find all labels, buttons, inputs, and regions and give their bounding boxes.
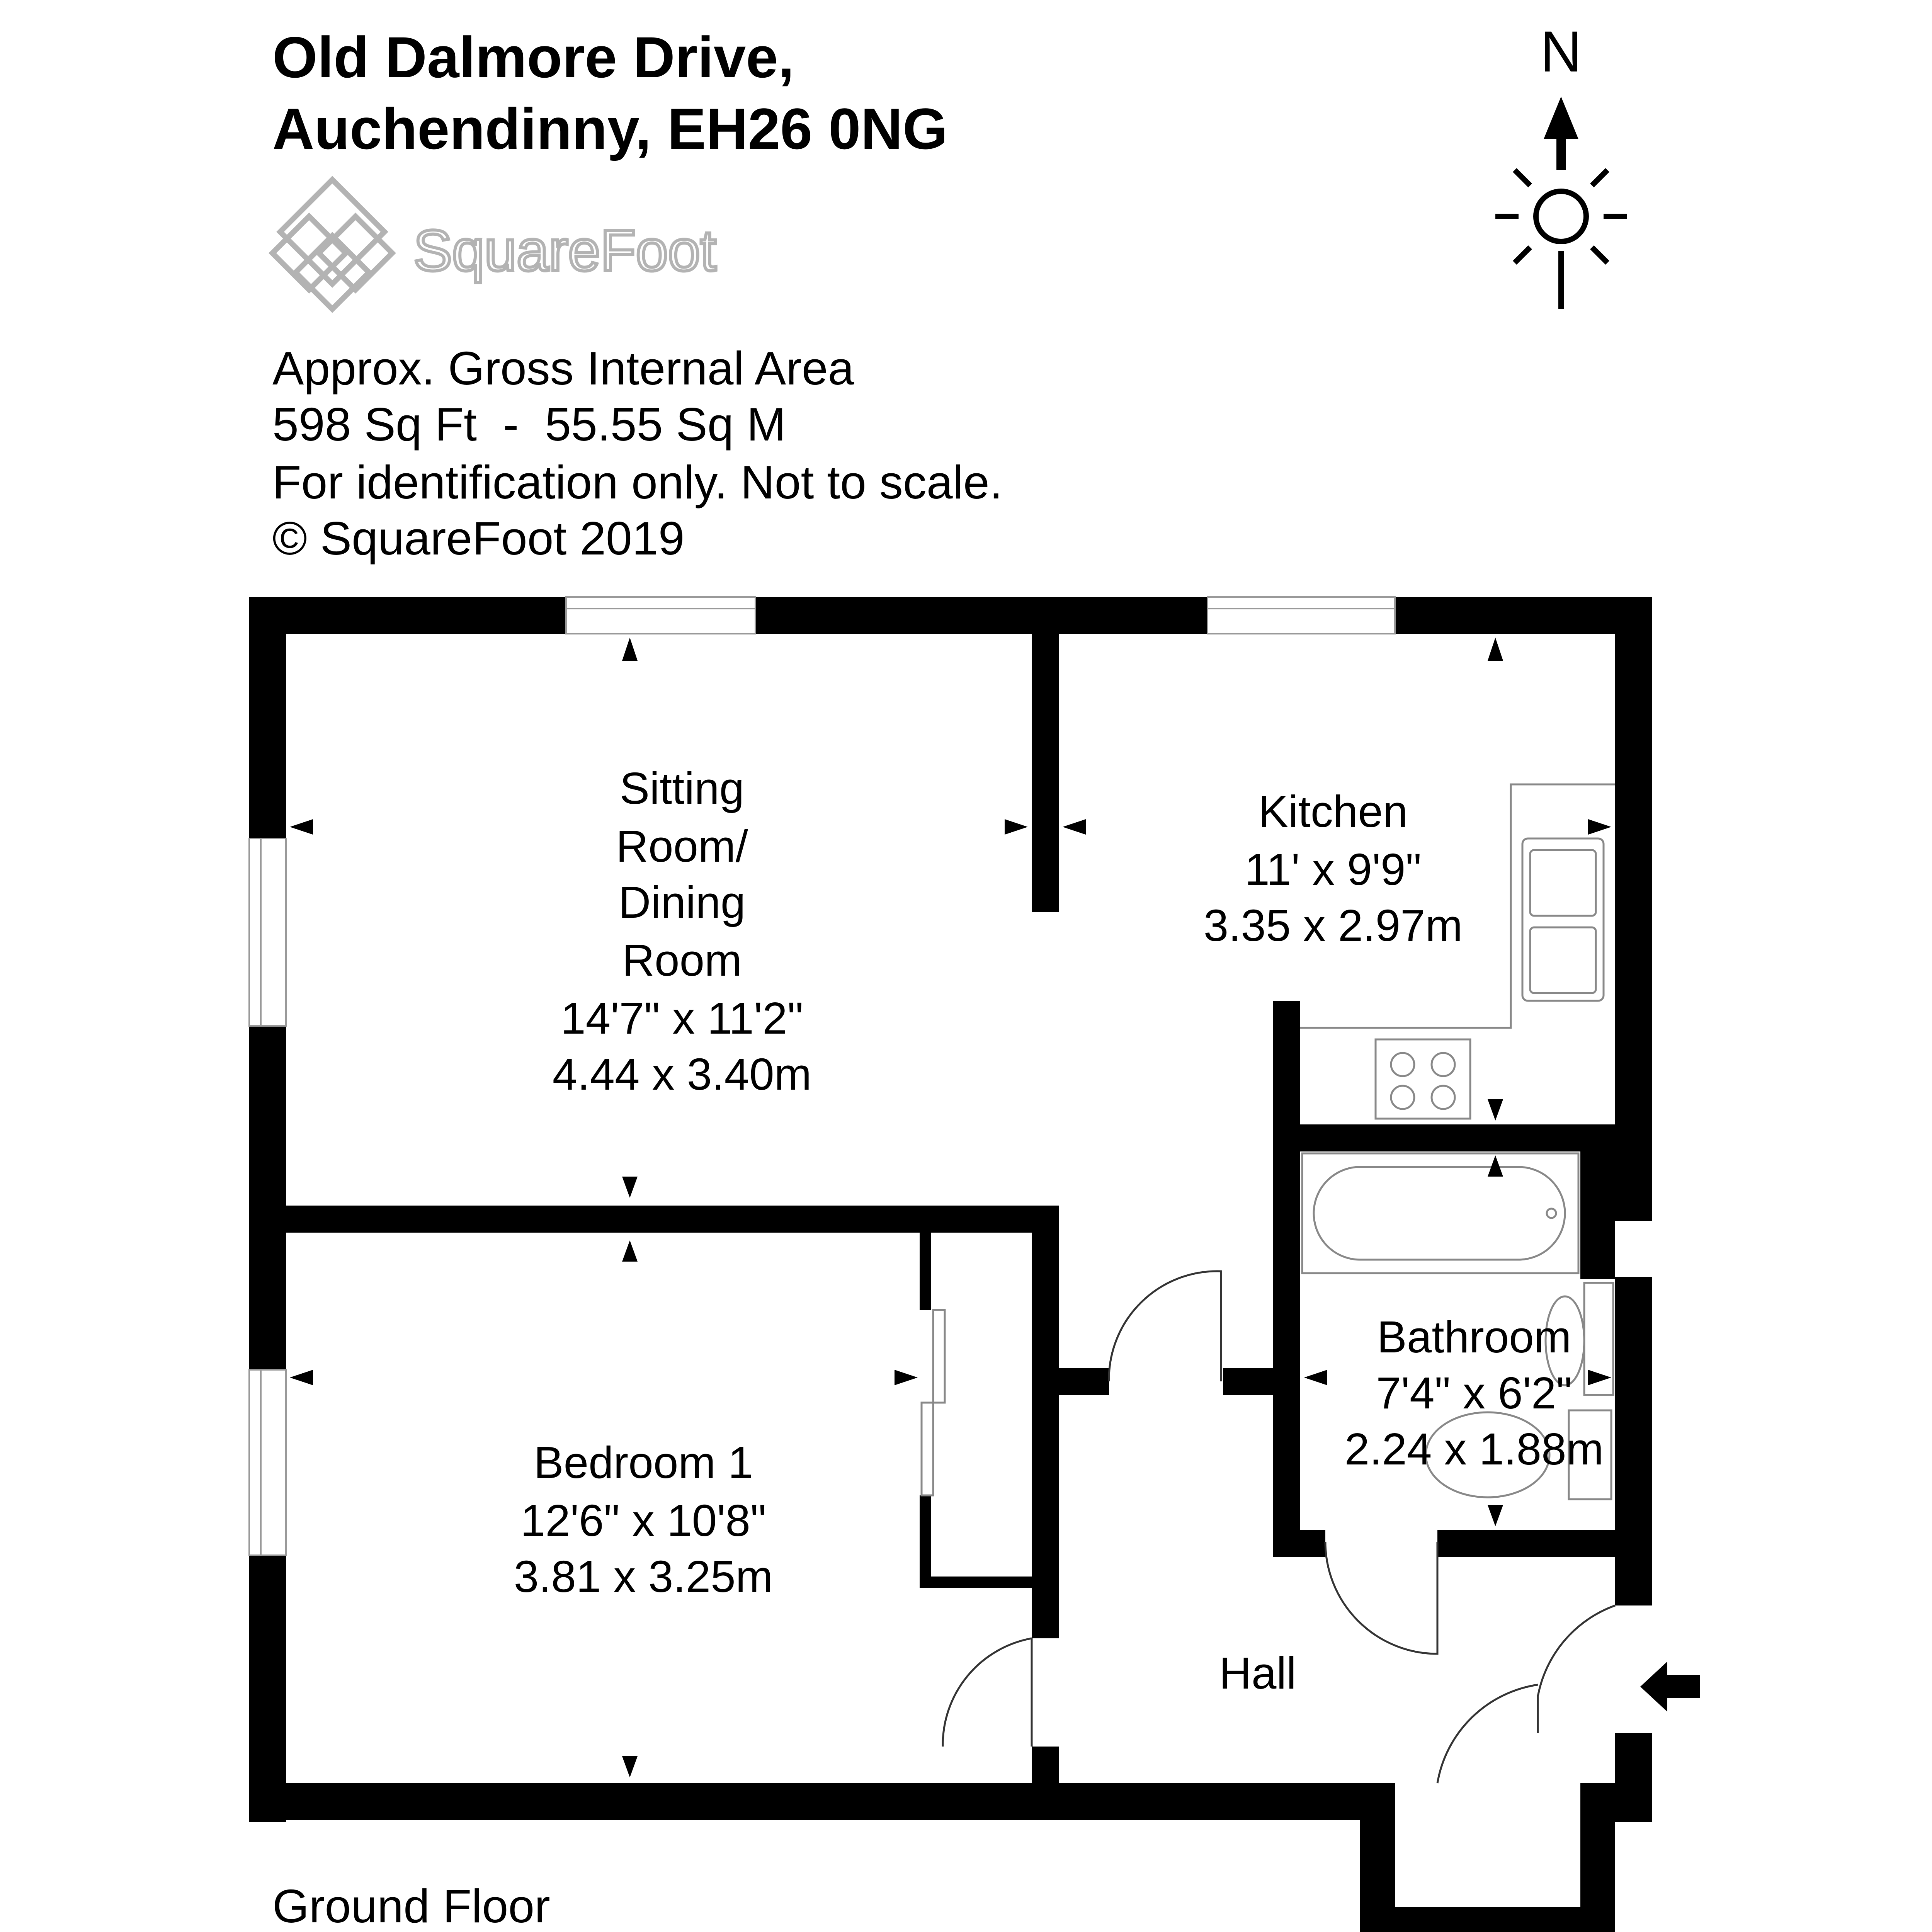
kitchen-name: Kitchen [1259,786,1408,837]
room-sitting-label: Sitting Room/ Dining Room 14'7" x 11'2" … [553,763,812,1099]
room-kitchen-label: Kitchen 11' x 9'9" 3.35 x 2.97m [1204,786,1463,951]
kitchen-worktop [1300,783,1615,1029]
squarefoot-logo [269,176,396,313]
logo-text: SquareFoot [413,218,716,283]
north-arrow-icon [1544,97,1578,170]
floor-label: Ground Floor [272,1880,550,1932]
room-bathroom-label: Bathroom 7'4" x 6'2" 2.24 x 1.88m [1345,1312,1604,1474]
wardrobe-doors [920,1309,946,1497]
hob-icon [1374,1038,1471,1120]
door-entrance [1537,1604,1616,1733]
area-value: 598 Sq Ft - 55.55 Sq M [272,398,786,451]
sitting-imperial: 14'7" x 11'2" [561,993,803,1043]
copyright: © SquareFoot 2019 [272,512,685,565]
bath-icon [1301,1152,1580,1274]
compass: N [1495,19,1627,309]
sitting-metric: 4.44 x 3.40m [553,1049,812,1099]
bedroom-name: Bedroom 1 [534,1437,753,1488]
window-sitting-top [565,596,756,634]
dimension-arrows [290,638,1611,1777]
sitting-line4: Room [622,935,742,985]
sitting-line2: Room/ [616,821,748,871]
disclaimer: For identification only. Not to scale. [272,456,1003,509]
door-bedroom [942,1637,1033,1747]
window-sitting-left [248,838,287,1027]
bedroom-imperial: 12'6" x 10'8" [520,1495,766,1546]
room-bedroom-label: Bedroom 1 12'6" x 10'8" 3.81 x 3.25m [514,1437,773,1602]
window-kitchen-top [1207,596,1396,634]
bathroom-name: Bathroom [1377,1312,1571,1362]
windows [248,596,1396,1556]
doors [942,1270,1616,1784]
door-bathroom [1324,1541,1439,1655]
window-bedroom-left [248,1369,287,1556]
fixtures [920,783,1615,1500]
kitchen-imperial: 11' x 9'9" [1245,844,1421,895]
bathroom-metric: 2.24 x 1.88m [1345,1424,1604,1474]
address-line-1: Old Dalmore Drive, [272,25,794,90]
area-title: Approx. Gross Internal Area [272,342,854,395]
toilet-icon [1425,1409,1612,1500]
bedroom-metric: 3.81 x 3.25m [514,1551,773,1602]
door-porch [1436,1684,1538,1784]
entrance-arrow-icon [1640,1662,1700,1712]
sink-icon [1521,837,1605,1002]
address-line-2: Auchendinny, EH26 0NG [272,96,948,161]
compass-north-label: N [1540,19,1582,84]
kitchen-metric: 3.35 x 2.97m [1204,900,1463,951]
sitting-line3: Dining [619,877,746,927]
door-sitting [1108,1270,1222,1382]
sun-icon [1495,168,1627,309]
bathroom-imperial: 7'4" x 6'2" [1376,1368,1572,1418]
walls [249,597,1652,1932]
room-hall-label: Hall [1219,1648,1296,1698]
basin-icon [1544,1282,1614,1396]
sitting-line1: Sitting [620,763,744,813]
